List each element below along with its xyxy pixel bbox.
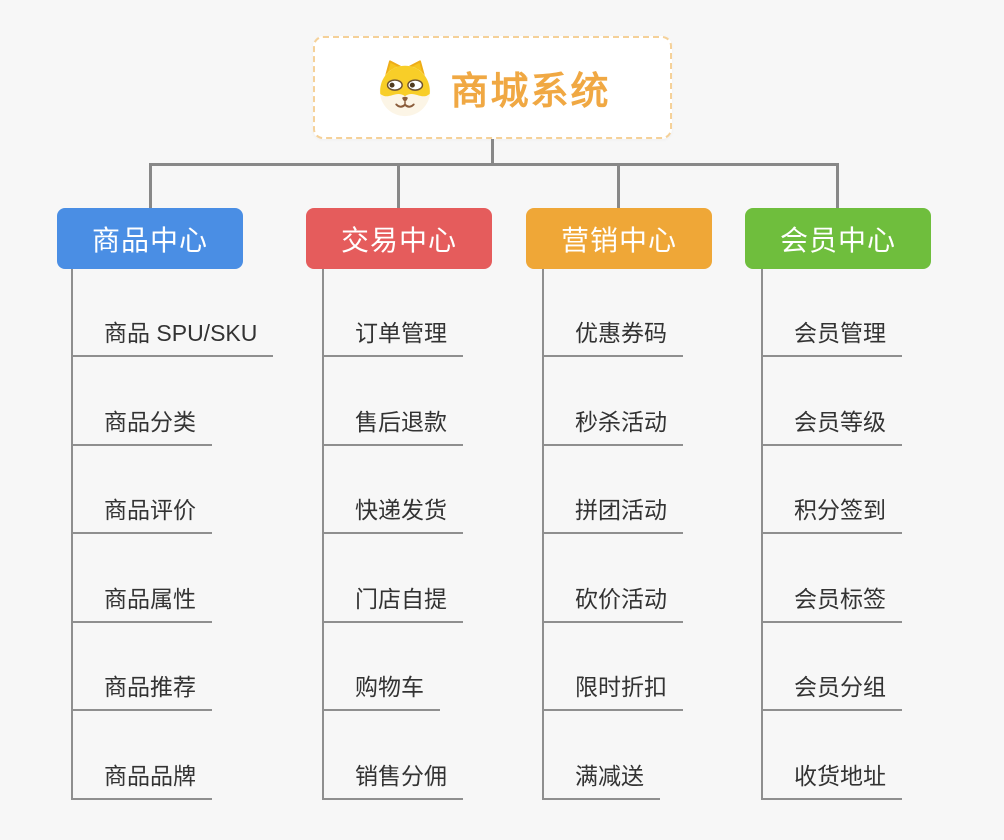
root-stem-connector	[491, 139, 494, 165]
child-node[interactable]: 商品分类	[71, 408, 212, 446]
child-node[interactable]: 满减送	[542, 762, 660, 800]
dog-face-icon	[374, 57, 436, 119]
child-node[interactable]: 收货地址	[761, 762, 902, 800]
child-node[interactable]: 会员管理	[761, 319, 902, 357]
branch-spine	[542, 269, 544, 799]
branch-node-product-center[interactable]: 商品中心	[57, 208, 243, 269]
child-node[interactable]: 拼团活动	[542, 496, 683, 534]
drop-connector	[617, 164, 620, 209]
branch-node-member-center[interactable]: 会员中心	[745, 208, 931, 269]
root-title: 商城系统	[450, 71, 611, 113]
child-node[interactable]: 商品推荐	[71, 673, 212, 711]
child-node[interactable]: 商品品牌	[71, 762, 212, 800]
branch-spine	[322, 269, 324, 799]
child-node[interactable]: 会员分组	[761, 673, 902, 711]
branch-bus-connector	[149, 163, 839, 166]
child-node[interactable]: 砍价活动	[542, 585, 683, 623]
branch-node-marketing-center[interactable]: 营销中心	[526, 208, 712, 269]
branch-spine	[761, 269, 763, 799]
child-node[interactable]: 积分签到	[761, 496, 902, 534]
child-node[interactable]: 门店自提	[322, 585, 463, 623]
child-node[interactable]: 订单管理	[322, 319, 463, 357]
child-node[interactable]: 秒杀活动	[542, 408, 683, 446]
child-node[interactable]: 会员等级	[761, 408, 902, 446]
drop-connector	[836, 164, 839, 209]
branch-node-trade-center[interactable]: 交易中心	[306, 208, 492, 269]
drop-connector	[149, 164, 152, 209]
child-node[interactable]: 售后退款	[322, 408, 463, 446]
drop-connector	[397, 164, 400, 209]
child-node[interactable]: 商品 SPU/SKU	[71, 319, 274, 357]
branch-spine	[71, 269, 73, 799]
child-node[interactable]: 会员标签	[761, 585, 902, 623]
child-node[interactable]: 快递发货	[322, 496, 463, 534]
child-node[interactable]: 商品属性	[71, 585, 212, 623]
child-node[interactable]: 购物车	[322, 673, 440, 711]
root-node-mall-system[interactable]: 商城系统	[313, 36, 672, 139]
child-node[interactable]: 商品评价	[71, 496, 212, 534]
child-node[interactable]: 优惠券码	[542, 319, 683, 357]
child-node[interactable]: 限时折扣	[542, 673, 683, 711]
child-node[interactable]: 销售分佣	[322, 762, 463, 800]
